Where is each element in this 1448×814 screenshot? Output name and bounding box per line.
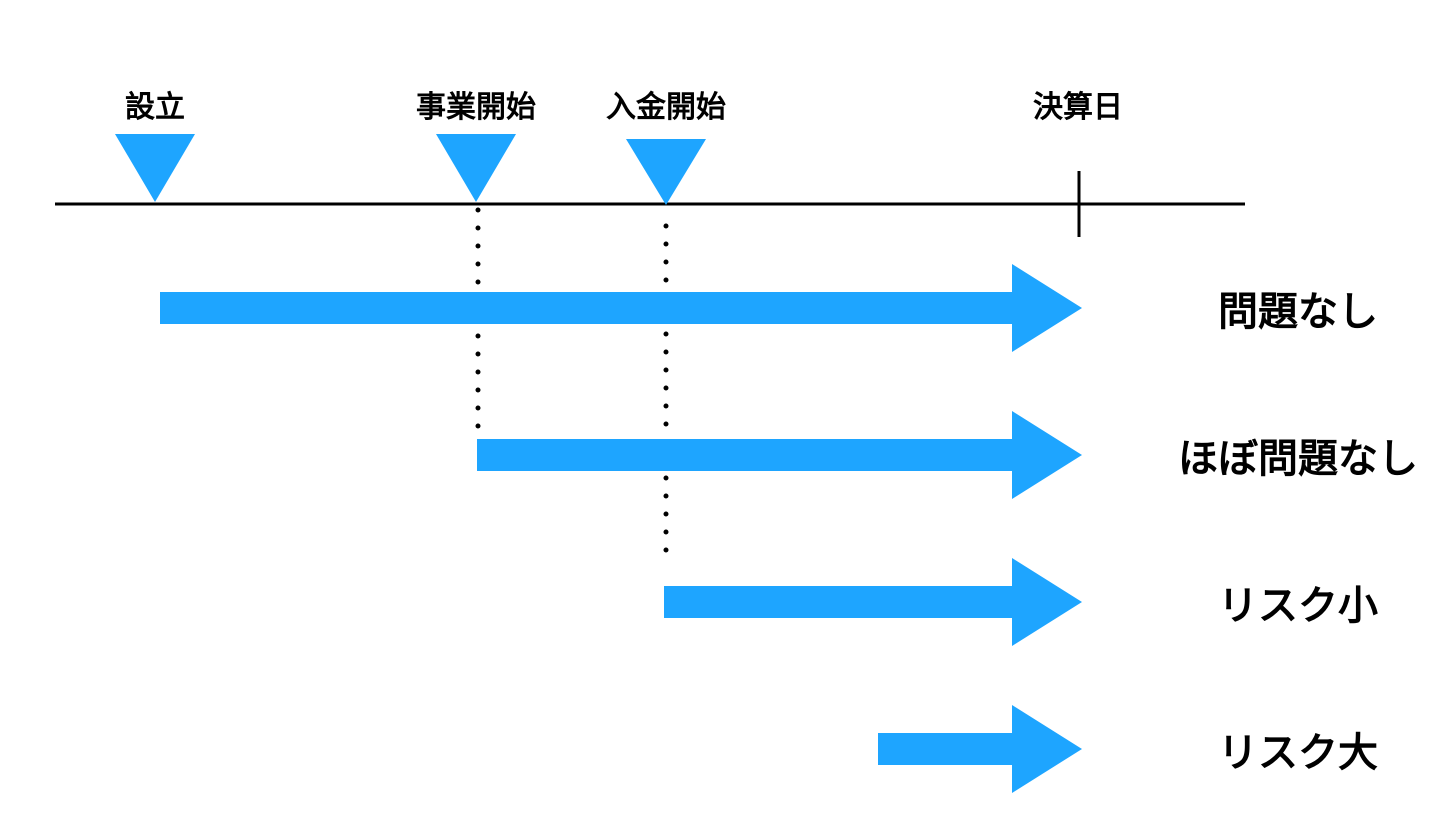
result-label-row-3: リスク小 (1218, 583, 1378, 629)
arrow-row-1 (160, 264, 1082, 352)
arrow-row-2 (477, 411, 1082, 499)
milestone-label-payment-start: 入金開始 (606, 90, 726, 125)
milestone-label-business-start: 事業開始 (416, 90, 536, 125)
result-label-row-4: リスク大 (1218, 730, 1378, 776)
arrow-row-4 (878, 705, 1082, 793)
milestone-marker-payment-start (626, 139, 706, 205)
milestone-marker-business-start (436, 134, 516, 202)
result-label-row-2: ほぼ問題なし (1178, 436, 1418, 482)
milestone-label-founding: 設立 (125, 90, 185, 125)
result-label-row-1: 問題なし (1218, 289, 1378, 335)
arrow-row-3 (664, 558, 1082, 646)
end-label-closing-date: 決算日 (1033, 90, 1123, 125)
milestone-marker-founding (115, 134, 195, 202)
